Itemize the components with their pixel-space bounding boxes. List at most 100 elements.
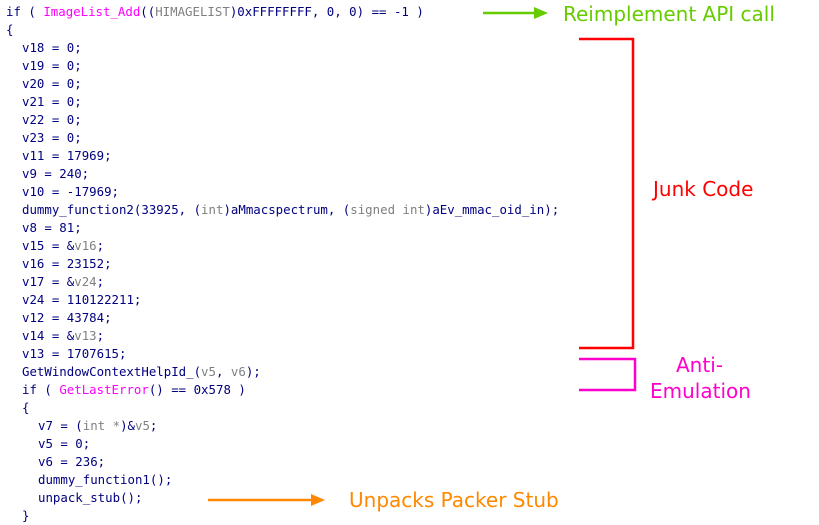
code-line: if ( GetLastError() == 0x578 ) [6,381,559,399]
code-token: = & [44,274,75,289]
code-token: v15 [22,238,45,253]
code-token: v21 [22,94,45,109]
code-token: v14 [22,328,45,343]
code-token: = 236; [52,454,106,469]
anti-emulation-label-line2: Emulation [650,379,751,403]
code-token: v12 [22,310,45,325]
code-line: v21 = 0; [6,93,559,111]
junk-code-label: Junk Code [653,177,754,201]
code-token: v16 [74,238,97,253]
code-line: v11 = 17969; [6,147,559,165]
code-line: v20 = 0; [6,75,559,93]
reimplement-api-call-label: Reimplement API call [563,2,775,26]
code-line: v16 = 23152; [6,255,559,273]
code-token: = 23152; [44,256,112,271]
code-token: v24 [22,292,45,307]
unpack-arrow-head [311,494,325,506]
code-token: ImageList_Add [43,4,141,19]
code-token: v6 [38,454,53,469]
code-line: v23 = 0; [6,129,559,147]
code-token: )aMmacspectrum, ( [223,202,351,217]
code-token: ; [96,274,105,289]
code-token: int [201,202,224,217]
code-token: v10 [22,184,45,199]
code-line: v7 = (int *)&v5; [6,417,559,435]
code-token: v16 [22,256,45,271]
code-token: v13 [74,328,97,343]
code-token: = & [44,328,75,343]
code-line: v17 = &v24; [6,273,559,291]
code-line: v5 = 0; [6,435,559,453]
code-line: v22 = 0; [6,111,559,129]
code-line: v8 = 81; [6,219,559,237]
code-token: = ( [52,418,83,433]
code-token: = 0; [44,112,82,127]
code-token: HIMAGELIST [155,4,230,19]
code-token: )& [120,418,135,433]
pseudocode-view: if ( ImageList_Add((HIMAGELIST)0xFFFFFFF… [6,3,559,525]
code-line: { [6,399,559,417]
code-token: )aEv_mmac_oid_in); [424,202,560,217]
code-token: dummy_function2 [22,202,134,217]
code-token: v19 [22,58,45,73]
code-token: { [6,22,14,37]
code-token: ( [193,364,202,379]
code-token: = 0; [44,58,82,73]
code-token: v11 [22,148,45,163]
code-token: GetWindowContextHelpId_ [22,364,194,379]
code-token: = 0; [44,94,82,109]
code-token: if ( [22,382,60,397]
junk-code-bracket [579,37,635,350]
code-token: dummy_function1 [38,472,150,487]
code-token: = 1707615; [44,346,127,361]
code-token: = 0; [44,40,82,55]
code-token: } [22,508,30,523]
code-token: = & [44,238,75,253]
code-token: v5 [135,418,150,433]
code-token: v18 [22,40,45,55]
anti-emulation-bracket [579,357,637,392]
code-line: v10 = -17969; [6,183,559,201]
code-token: , [215,364,231,379]
code-token: v23 [22,130,45,145]
code-token: v5 [201,364,216,379]
code-line: v14 = &v13; [6,327,559,345]
code-line: { [6,21,559,39]
code-token: v20 [22,76,45,91]
code-token: v5 [38,436,53,451]
code-token: = 81; [36,220,82,235]
code-token: (); [120,490,143,505]
code-line: GetWindowContextHelpId_(v5, v6); [6,363,559,381]
code-line: unpack_stub(); [6,489,559,507]
code-line: } [6,507,559,525]
code-token: = 43784; [44,310,112,325]
code-line: v9 = 240; [6,165,559,183]
code-token: = 240; [36,166,90,181]
code-token: )0xFFFFFFFF, 0, 0) == -1 ) [229,4,424,19]
code-token: v7 [38,418,53,433]
code-token: v6 [230,364,246,379]
code-token: = 17969; [44,148,112,163]
code-line: if ( ImageList_Add((HIMAGELIST)0xFFFFFFF… [6,3,559,21]
code-token: () == 0x578 ) [148,382,246,397]
code-token: unpack_stub [38,490,121,505]
code-line: dummy_function2(33925, (int)aMmacspectru… [6,201,559,219]
code-line: v18 = 0; [6,39,559,57]
code-line: v13 = 1707615; [6,345,559,363]
reimplement-arrow-head [534,7,548,19]
unpacks-packer-stub-label: Unpacks Packer Stub [349,488,559,512]
code-line: dummy_function1(); [6,471,559,489]
code-token: = 110122211; [44,292,142,307]
code-token: = 0; [44,76,82,91]
code-token: GetLastError [59,382,149,397]
code-token: v9 [22,166,37,181]
code-token: = 0; [52,436,91,451]
code-token: ; [96,328,105,343]
code-line: v24 = 110122211; [6,291,559,309]
code-token: = 0; [44,130,82,145]
code-token: = -17969; [44,184,119,199]
anti-emulation-label-line1: Anti- [676,353,723,377]
code-token: v13 [22,346,45,361]
code-token: v8 [22,220,37,235]
